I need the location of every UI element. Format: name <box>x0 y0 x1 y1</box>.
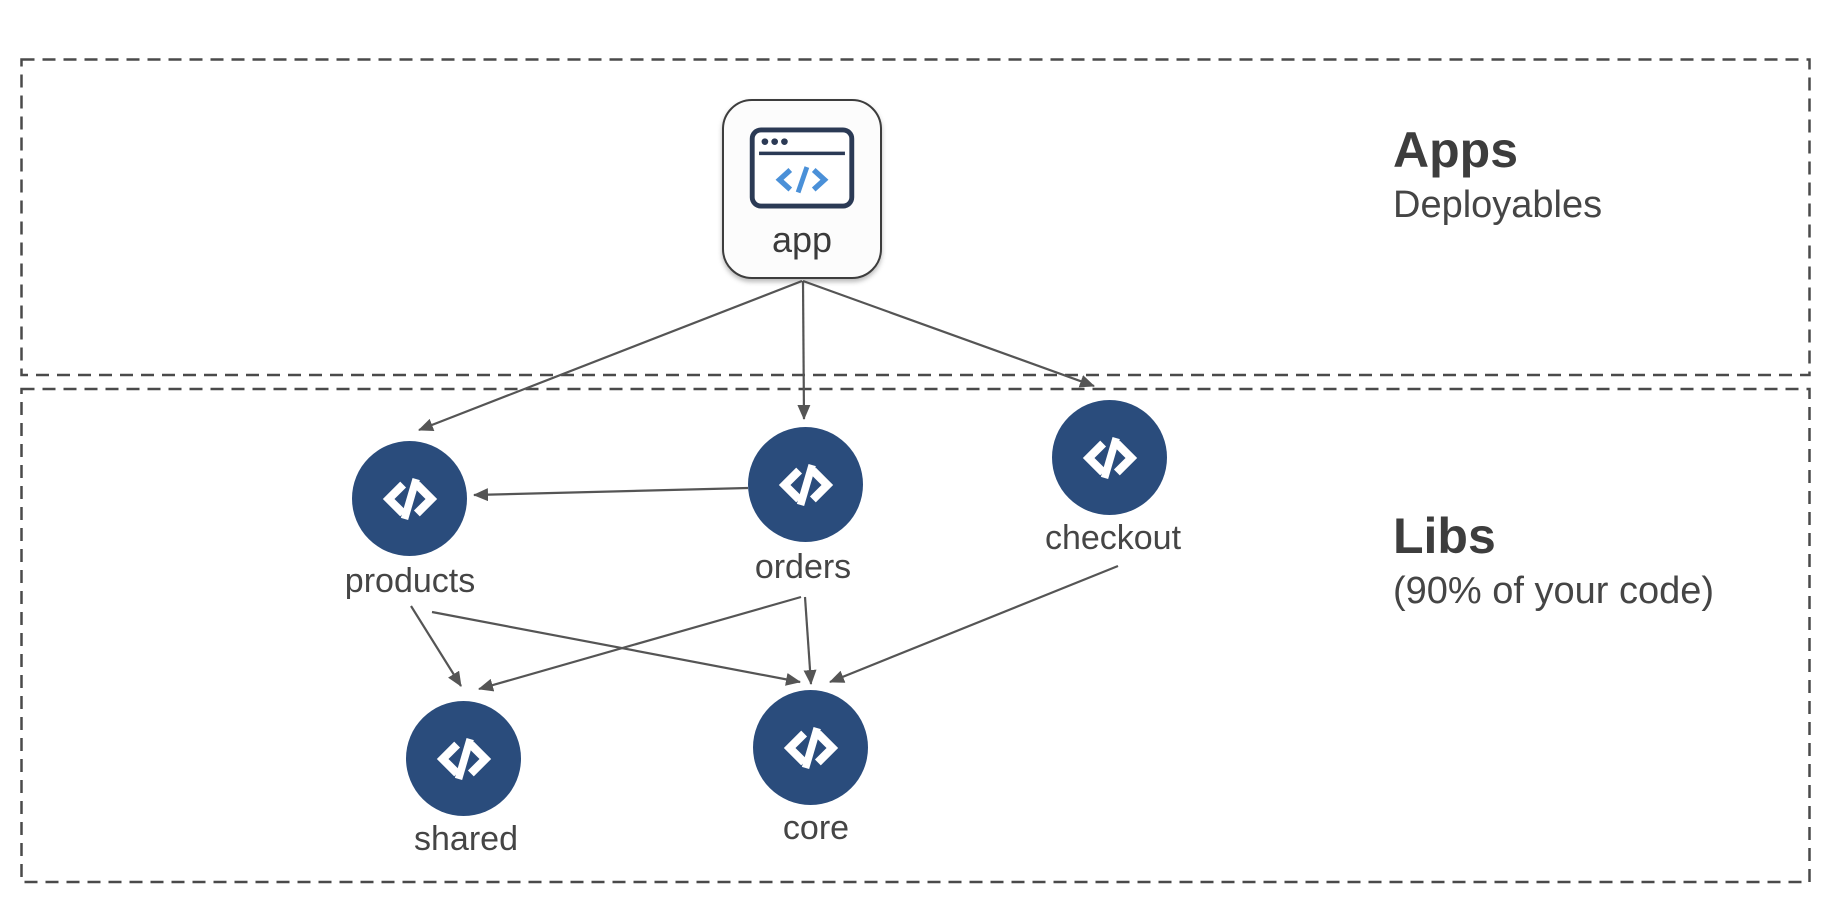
node-shared-label: shared <box>414 820 518 858</box>
browser-window-code-icon <box>749 127 855 209</box>
node-checkout <box>1052 400 1167 515</box>
node-app: app <box>722 99 882 279</box>
edge-orders-shared <box>478 595 802 692</box>
libs-zone-title: Libs <box>1393 508 1496 564</box>
code-brackets-icon <box>431 726 497 792</box>
libs-zone-border <box>20 387 1811 884</box>
code-brackets-icon <box>778 715 844 781</box>
apps-zone-title: Apps <box>1393 122 1518 178</box>
edge-products-shared <box>410 605 462 687</box>
code-brackets-icon <box>377 466 443 532</box>
edge-orders-products <box>473 486 749 502</box>
node-core-label: core <box>782 809 850 847</box>
node-orders <box>748 427 863 542</box>
edge-orders-core <box>803 596 817 685</box>
node-core <box>753 690 868 805</box>
edge-checkout-core <box>829 564 1119 684</box>
edge-app-products <box>418 279 803 432</box>
libs-zone-title-block: Libs (90% of your code) <box>1393 506 1714 614</box>
node-app-label: app <box>771 219 833 260</box>
apps-zone-title-block: Apps Deployables <box>1393 120 1602 228</box>
node-products-label: products <box>344 562 476 600</box>
node-checkout-label: checkout <box>1044 519 1182 557</box>
apps-zone-border <box>20 58 1811 377</box>
apps-zone-subtitle: Deployables <box>1393 184 1603 226</box>
edge-app-checkout <box>802 279 1095 388</box>
node-shared <box>406 701 521 816</box>
code-brackets-icon <box>773 452 839 518</box>
edge-app-orders <box>797 280 811 420</box>
code-brackets-icon <box>1077 425 1143 491</box>
libs-zone-subtitle: (90% of your code) <box>1393 570 1715 612</box>
node-products <box>352 441 467 556</box>
edge-products-core <box>431 610 801 686</box>
node-orders-label: orders <box>754 548 852 586</box>
